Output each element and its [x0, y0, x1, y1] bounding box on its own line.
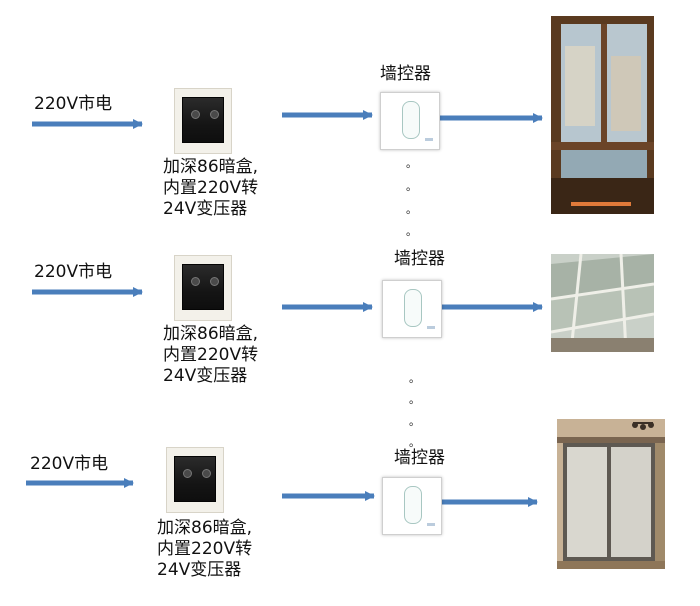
- scene-image-window: [551, 16, 654, 214]
- box-label-line: 加深86暗盒,: [157, 518, 253, 538]
- junction-box-body: [182, 264, 224, 310]
- box-label-line: 内置220V转: [157, 539, 253, 559]
- box-label-line: 24V变压器: [163, 366, 248, 386]
- continuation-dot: 。: [406, 203, 417, 216]
- indicator-light-icon: [427, 523, 435, 526]
- junction-box-2: [174, 255, 232, 321]
- continuation-dot: 。: [409, 372, 420, 385]
- switch-button-icon: [404, 289, 422, 327]
- switch-button-icon: [402, 101, 420, 139]
- continuation-dot: 。: [406, 157, 417, 170]
- scene-image-skylight: [551, 254, 654, 352]
- controller-label-1: 墙控器: [380, 64, 431, 84]
- box-label-line: 加深86暗盒,: [163, 157, 259, 177]
- box-label-line: 内置220V转: [163, 345, 259, 365]
- wall-controller-3: [382, 477, 442, 535]
- junction-box-1: [174, 88, 232, 154]
- continuation-dot: 。: [406, 180, 417, 193]
- indicator-light-icon: [425, 138, 433, 141]
- wall-controller-1: [380, 92, 440, 150]
- junction-box-body: [174, 456, 216, 502]
- scene-image-room-window: [557, 419, 665, 569]
- box-label-line: 24V变压器: [157, 560, 242, 580]
- continuation-dot: 。: [409, 436, 420, 449]
- power-label-1: 220V市电: [34, 94, 113, 114]
- controller-label-3: 墙控器: [394, 448, 445, 468]
- continuation-dot: 。: [409, 415, 420, 428]
- junction-box-3: [166, 447, 224, 513]
- box-label-line: 加深86暗盒,: [163, 324, 259, 344]
- wall-controller-2: [382, 280, 442, 338]
- power-label-2: 220V市电: [34, 262, 113, 282]
- box-label-1: 加深86暗盒, 内置220V转 24V变压器: [163, 157, 258, 220]
- junction-box-body: [182, 97, 224, 143]
- box-label-line: 内置220V转: [163, 178, 259, 198]
- power-label-3: 220V市电: [30, 454, 109, 474]
- box-label-line: 24V变压器: [163, 199, 248, 219]
- controller-label-2: 墙控器: [394, 249, 445, 269]
- continuation-dot: 。: [406, 225, 417, 238]
- indicator-light-icon: [427, 326, 435, 329]
- switch-button-icon: [404, 486, 422, 524]
- continuation-dot: 。: [409, 393, 420, 406]
- box-label-2: 加深86暗盒, 内置220V转 24V变压器: [163, 324, 258, 387]
- box-label-3: 加深86暗盒, 内置220V转 24V变压器: [157, 518, 252, 581]
